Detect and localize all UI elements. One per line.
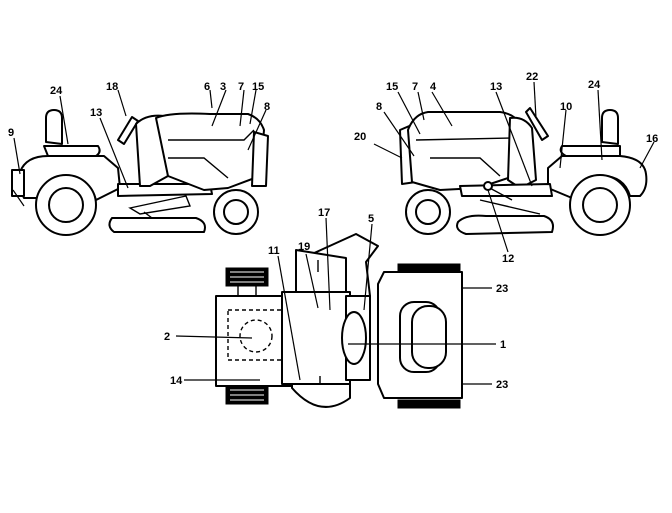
- callout-17: 17: [318, 207, 330, 219]
- callout-4: 4: [430, 81, 437, 93]
- left-side-view: [11, 109, 269, 236]
- front-tire-upper: [397, 263, 461, 273]
- callout-23-lower: 23: [496, 379, 508, 391]
- callout-24: 24: [50, 85, 63, 97]
- callout-9: 9: [8, 127, 14, 139]
- seat-pan-outline: [239, 319, 273, 353]
- callout-10: 10: [560, 101, 572, 113]
- callout-5: 5: [368, 213, 374, 225]
- callout-8: 8: [376, 101, 382, 113]
- callout-11: 11: [268, 245, 280, 257]
- leader-lines: [13, 81, 655, 385]
- mower-deck: [456, 214, 554, 235]
- front-tire-lower: [397, 399, 461, 409]
- dash-console: [507, 116, 537, 189]
- callouts-right-view: 15 7 4 13 22 24 8 10 20 16 12: [354, 71, 658, 265]
- steering-column: [341, 311, 367, 365]
- callout-13: 13: [490, 81, 502, 93]
- callout-18: 18: [106, 81, 118, 93]
- callout-20: 20: [354, 131, 366, 143]
- right-side-view: [399, 107, 648, 236]
- grille: [251, 131, 269, 187]
- callout-22: 22: [526, 71, 538, 83]
- top-view: [215, 233, 463, 409]
- rear-bumper: [11, 169, 25, 197]
- seat-back: [45, 109, 63, 145]
- callout-7: 7: [412, 81, 418, 93]
- callout-15: 15: [386, 81, 398, 93]
- callout-16: 16: [646, 133, 658, 145]
- steering-wheel: [117, 116, 139, 145]
- callout-2: 2: [164, 331, 170, 343]
- steering-wheel: [525, 107, 549, 141]
- callout-24: 24: [588, 79, 601, 91]
- callout-12: 12: [502, 253, 514, 265]
- callout-3: 3: [220, 81, 226, 93]
- hood: [155, 112, 265, 191]
- frame: [459, 183, 553, 197]
- seat: [559, 145, 621, 157]
- seat-back: [601, 109, 619, 145]
- discharge-shield: [295, 249, 347, 297]
- callout-14: 14: [170, 375, 183, 387]
- seat: [43, 145, 101, 157]
- callout-8: 8: [264, 101, 270, 113]
- mower-deck: [108, 217, 206, 233]
- callout-6: 6: [204, 81, 210, 93]
- callout-23-upper: 23: [496, 283, 508, 295]
- callouts-left-view: 18 6 3 7 15 24 8 13 9: [8, 81, 270, 139]
- callout-15: 15: [252, 81, 264, 93]
- hood: [407, 111, 519, 191]
- callout-19: 19: [298, 241, 310, 253]
- callout-13: 13: [90, 107, 102, 119]
- deck-lift-knob: [483, 181, 493, 191]
- callout-7: 7: [238, 81, 244, 93]
- callout-1: 1: [500, 339, 506, 351]
- callouts-top-view: 17 5 11 19 23 2 1 14 23: [164, 207, 508, 391]
- mower-deck-underside: [291, 383, 351, 408]
- headlight-lens: [411, 305, 447, 369]
